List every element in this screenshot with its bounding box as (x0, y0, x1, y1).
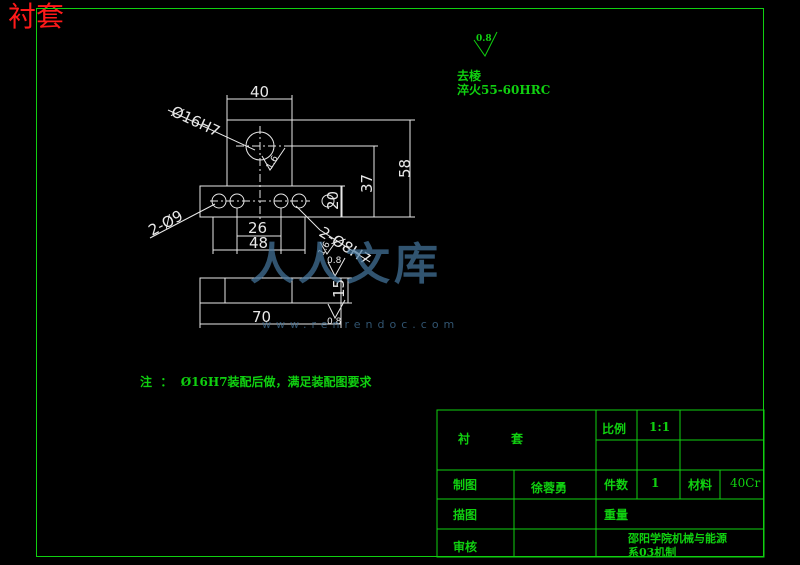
dim-thick-15: 15 (330, 279, 348, 298)
school-line-2: 系03机制 (628, 546, 677, 559)
assembly-note: 注 ： Ø16H7装配后做，满足装配图要求 (140, 375, 372, 389)
watermark-url: www.renrendoc.com (262, 318, 460, 331)
dim-width-top: 40 (250, 83, 269, 101)
note-deburr: 去棱 (457, 69, 482, 83)
trace-label: 描图 (453, 508, 478, 522)
dim-length-70: 70 (252, 308, 271, 326)
dim-rough-d: 0.8 (327, 317, 342, 327)
roughness-value: 0.8 (476, 34, 492, 44)
draw-label: 制图 (453, 478, 478, 492)
school-line-1: 邵阳学院机械与能源 (628, 532, 727, 545)
note-hardening: 淬火55-60HRC (457, 83, 551, 97)
dim-pitch-26: 26 (248, 219, 267, 237)
front-view (149, 95, 415, 263)
part-name-2: 套 (511, 432, 524, 446)
dim-bore: Ø16H7 (168, 102, 222, 140)
watermark-logo: 人人文库 (250, 239, 442, 290)
material-label: 材料 (688, 478, 713, 492)
draw-name: 徐蓉勇 (531, 481, 568, 495)
dim-width-48: 48 (249, 234, 268, 252)
dim-height-37: 37 (358, 174, 376, 193)
dim-rough-a: 1.6 (265, 154, 281, 172)
dim-height-20: 20 (324, 191, 342, 210)
part-name-1: 衬 (458, 432, 471, 446)
check-label: 审核 (453, 540, 478, 554)
qty-value: 1 (651, 476, 660, 490)
dim-height-58: 58 (396, 159, 414, 178)
qty-label: 件数 (604, 478, 629, 492)
title-block-grid (436, 409, 765, 558)
scale-value: 1:1 (649, 420, 671, 434)
dim-holes-9: 2-Ø9 (145, 207, 186, 240)
material-value: 40Cr (730, 476, 761, 490)
dim-rough-c: 0.8 (327, 256, 342, 266)
roughness-symbol (473, 31, 498, 57)
weight-label: 重量 (604, 508, 629, 522)
drawing-frame (36, 8, 764, 557)
scale-label: 比例 (602, 422, 627, 436)
side-view (199, 257, 352, 328)
